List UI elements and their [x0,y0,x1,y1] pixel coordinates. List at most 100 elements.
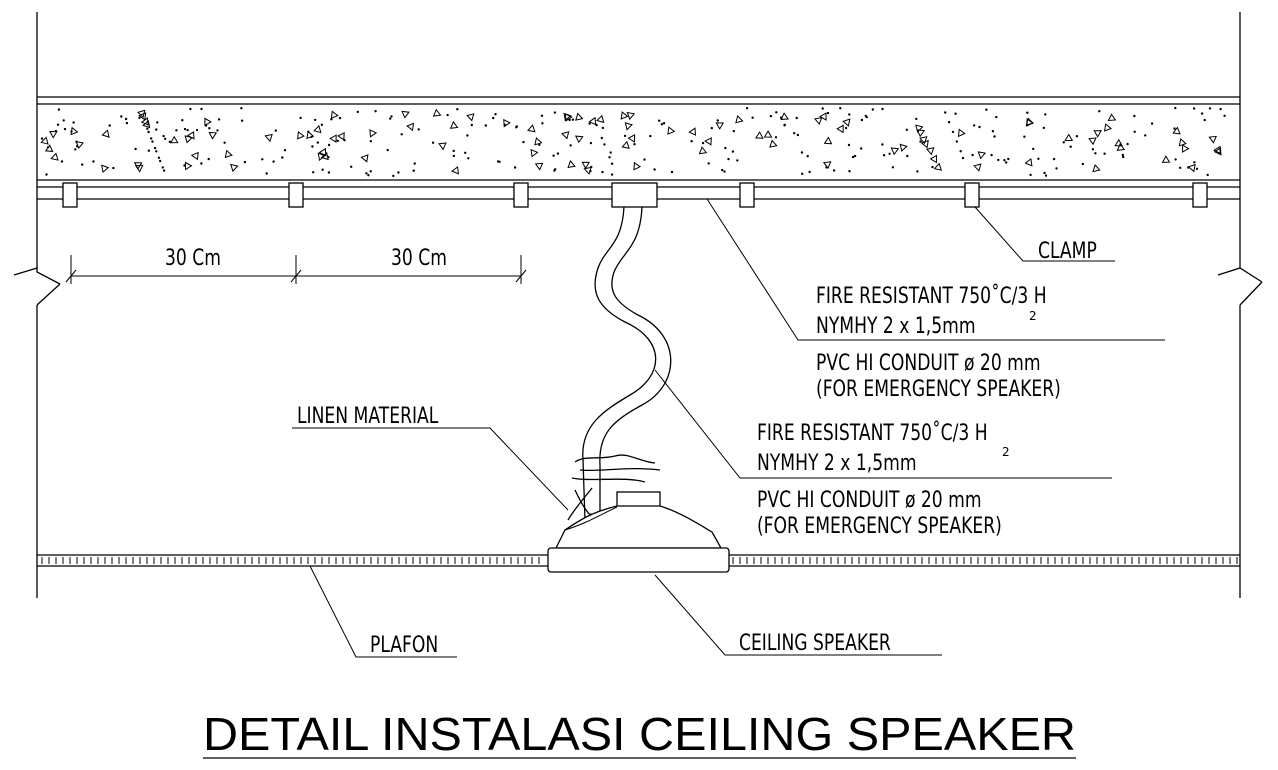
aggregate-sand [1094,152,1097,155]
aggregate-sand [327,155,330,159]
linen-material-label: LINEN MATERIAL [297,403,438,429]
aggregate-sand [1219,107,1222,111]
aggregate-stone [929,154,938,164]
aggregate-sand [1081,162,1085,166]
aggregate-sand [589,169,592,173]
aggregate-sand [710,126,713,130]
aggregate-sand [590,165,593,169]
aggregate-sand [112,166,115,170]
aggregate-sand [217,118,221,121]
aggregate-sand [513,166,517,169]
aggregate-stone [527,124,536,133]
aggregate-sand [164,137,167,141]
aggregate-sand [608,156,611,159]
aggregate-stone [336,131,345,141]
aggregate-sand [186,128,189,132]
aggregate-sand [146,127,149,131]
aggregate-sand [63,127,67,131]
aggregate-sand [553,169,556,172]
aggregate-sand [1055,167,1058,170]
aggregate-stone [933,162,943,171]
aggregate-stone [567,160,576,169]
aggregate-sand [649,134,652,138]
aggregate-sand [569,144,572,147]
ceiling-speaker-body [547,491,730,573]
aggregate-sand [45,173,48,176]
aggregate-stone [755,131,764,139]
aggregate-stone [715,122,725,130]
aggregate-sand [147,149,151,152]
aggregate-stone [1213,147,1222,156]
aggregate-sand [959,150,962,153]
aggregate-stone [360,154,369,163]
aggregate-sand [120,115,123,118]
aggregate-sand [522,140,525,144]
aggregate-stone [313,124,322,134]
dimension-label-1: 30 Cm [165,245,221,271]
aggregate-sand [400,133,403,136]
aggregate-sand [161,166,165,169]
aggregate-sand [1103,152,1106,155]
aggregate-sand [367,174,370,177]
aggregate-stone [915,124,924,133]
aggregate-sand [216,129,219,132]
aggregate-stone [75,140,85,150]
aggregate-sand [1075,135,1079,138]
aggregate-sand [1042,126,1046,130]
aggregate-stone [1208,135,1218,144]
callout-lower-line4: (FOR EMERGENCY SPEAKER) [757,513,1002,539]
aggregate-sand [1173,127,1176,130]
plafon-label: PLAFON [370,632,438,658]
aggregate-sand [1150,122,1154,125]
aggregate-sand [470,123,473,127]
aggregate-sand [503,123,507,127]
aggregate-sand [990,153,993,157]
aggregate-sand [800,151,804,154]
aggregate-stone [977,151,987,160]
aggregate-stone [503,118,511,128]
aggregate-sand [844,126,848,130]
aggregate-sand [1062,141,1066,144]
aggregate-sand [1203,118,1206,122]
aggregate-sand [736,159,739,162]
aggregate-stone [534,162,544,171]
pipe-clamp [1192,182,1208,208]
aggregate-stone [780,112,790,121]
aggregate-sand [138,116,141,120]
aggregate-sand [386,148,389,152]
aggregate-sand [951,130,955,134]
aggregate-sand [496,160,500,163]
aggregate-sand [338,116,342,120]
aggregate-sand [1003,159,1006,162]
aggregate-sand [261,158,264,161]
conduit-run [37,182,1240,208]
aggregate-stone [40,136,49,145]
aggregate-stone [957,128,966,138]
aggregate-stone [134,164,144,173]
aggregate-sand [240,119,244,122]
aggregate-stone [534,137,543,146]
aggregate-stone [842,118,851,127]
aggregate-sand [851,155,855,159]
aggregate-sand [1126,142,1129,146]
aggregate-sand [670,170,674,174]
aggregate-sand [365,172,368,175]
aggregate-stone [1107,113,1117,122]
aggregate-stone [306,130,315,140]
aggregate-sand [891,166,895,169]
aggregate-stone [530,148,539,158]
aggregate-sand [515,125,518,128]
aggregate-sand [690,140,693,143]
aggregate-sand [568,118,571,122]
aggregate-sand [796,133,800,137]
aggregate-sand [825,166,828,169]
concrete-slab [37,96,1240,181]
aggregate-sand [108,124,111,127]
aggregate-sand [40,137,44,140]
dimension-line: 30 Cm 30 Cm [65,245,527,284]
aggregate-sand [556,152,560,155]
aggregate-stone [574,135,584,144]
aggregate-stone [1064,133,1074,142]
aggregate-stone [184,161,193,171]
aggregate-sand [157,156,161,160]
